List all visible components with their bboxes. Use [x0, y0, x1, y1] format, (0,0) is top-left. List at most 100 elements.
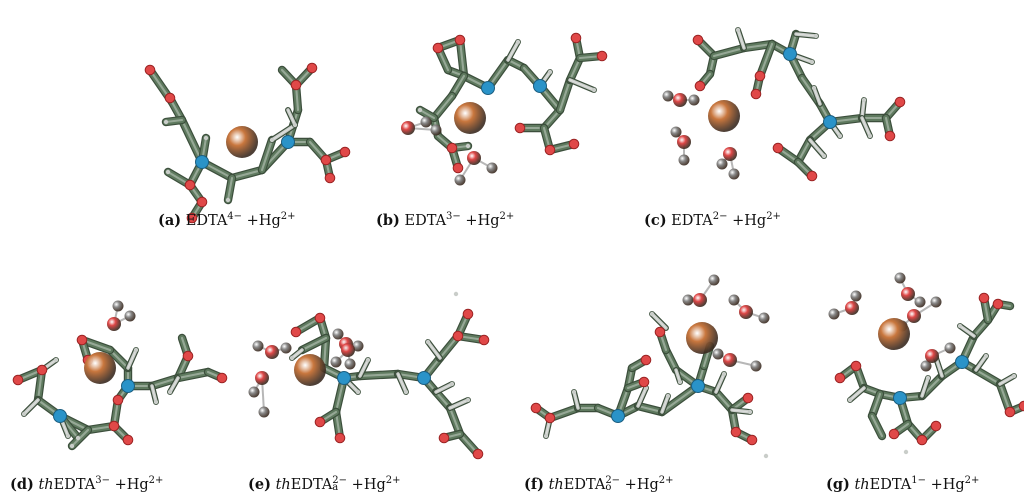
nitrogen-atom	[691, 379, 705, 393]
hydrogen-atom	[543, 433, 549, 439]
hydrogen-atom	[763, 453, 769, 459]
caption-ion: Hg	[942, 477, 965, 493]
hydrogen-atom	[425, 339, 431, 345]
carbon-bond-shine	[974, 368, 1002, 386]
water-hydrogen-icon	[332, 328, 344, 340]
hydrogen-bond-shine	[573, 391, 579, 409]
hydrogen-bond-shine	[809, 139, 825, 157]
caption-tag: (g)	[826, 476, 850, 493]
hydrogen-bond-shine	[151, 385, 157, 403]
oxygen-atom	[806, 170, 818, 182]
carbon-bond	[711, 45, 747, 59]
hydrogen-bond	[660, 394, 670, 414]
hydrogen-atom	[735, 27, 741, 33]
hydrogen-bond-shine	[999, 375, 1015, 385]
carbon-bond-shine	[180, 118, 204, 164]
water-oxygen-icon	[467, 151, 481, 165]
hydrogen-bond	[650, 312, 668, 330]
water-hydrogen-icon	[728, 168, 740, 180]
oxygen-atom	[452, 330, 464, 342]
hydrogen-bond	[958, 324, 976, 338]
hydrogen-atom	[1011, 373, 1017, 379]
hydrogen-atom	[649, 311, 655, 317]
water-oxygen-icon	[107, 317, 121, 331]
caption-base: EDTA	[185, 213, 228, 229]
water-hydrogen-icon	[688, 94, 700, 106]
hydrogen-bond-shine	[715, 373, 725, 393]
caption-base: EDTA	[869, 477, 912, 493]
caption-charge: 2−	[712, 211, 728, 222]
carbon-bond-shine	[260, 138, 274, 172]
hydrogen-bond-shine	[813, 87, 821, 105]
hydrogen-bond	[934, 356, 944, 378]
caption-ion: Hg	[258, 213, 281, 229]
hydrogen-atom	[75, 435, 81, 441]
hydrogen-bond	[808, 138, 826, 158]
caption-charge: 4−	[227, 211, 243, 222]
caption-ion: Hg	[477, 213, 500, 229]
hydrogen-bond	[448, 398, 470, 410]
hydrogen-bond-shine	[731, 409, 751, 413]
hydrogen-bond-shine	[287, 109, 296, 126]
oxygen-atom	[894, 96, 906, 108]
oxygen-atom	[108, 420, 120, 432]
water-hydrogen-icon	[662, 90, 674, 102]
oxygen-atom	[334, 432, 346, 444]
carbon-bond	[163, 117, 185, 125]
hydrogen-bond	[22, 398, 40, 416]
water-hydrogen-icon	[280, 342, 292, 354]
hydrogen-bond	[714, 372, 726, 394]
oxygen-atom	[930, 420, 942, 432]
hydrogen-atom	[861, 97, 867, 103]
carbon-bond	[229, 167, 265, 181]
caption-ion-charge: 2+	[766, 211, 781, 222]
caption-a: (a) EDTA4− +Hg2+	[158, 211, 296, 229]
caption-ion: Hg	[744, 213, 767, 229]
hydrogen-bond	[848, 386, 866, 402]
water-hydrogen-icon	[454, 174, 466, 186]
oxygen-atom	[654, 326, 666, 338]
caption-e: (e) thEDTA2−a +Hg2+	[248, 475, 401, 493]
water-oxygen-icon	[925, 349, 939, 363]
water-oxygen-icon	[265, 345, 279, 359]
oxygen-atom	[164, 92, 176, 104]
panel-c	[650, 14, 920, 189]
carbon-bond-shine	[226, 176, 234, 202]
oxygen-atom	[144, 64, 156, 76]
water-hydrogen-icon	[716, 158, 728, 170]
hydrogen-bond	[860, 116, 872, 138]
caption-f: (f) thEDTA2−o +Hg2+	[524, 475, 674, 493]
caption-g: (g) thEDTA1− +Hg2+	[826, 475, 980, 493]
water-oxygen-icon	[907, 309, 921, 323]
caption-ion-charge: 2+	[280, 211, 296, 222]
water-oxygen-icon	[677, 135, 691, 149]
hydrogen-bond-shine	[637, 387, 647, 407]
caption-charge: 1−	[911, 475, 926, 486]
hydrogen-bond-shine	[975, 355, 987, 371]
water-hydrogen-icon	[728, 294, 740, 306]
carbon-bond	[659, 383, 701, 415]
caption-charge: 2−	[605, 475, 621, 486]
carbon-bond-shine	[432, 94, 454, 120]
water-hydrogen-icon	[682, 294, 694, 306]
nitrogen-atom	[337, 371, 351, 385]
water-hydrogen-icon	[670, 126, 682, 138]
water-hydrogen-icon	[330, 356, 342, 368]
hg-sphere-icon	[708, 100, 740, 132]
hydrogen-bond-shine	[435, 383, 453, 393]
carbon-bond	[869, 413, 885, 439]
hydrogen-bond-shine	[795, 33, 817, 37]
carbon-bond-shine	[418, 108, 436, 120]
oxygen-atom	[438, 432, 450, 444]
molecule-edta2-hg	[662, 27, 906, 182]
caption-base: EDTA	[563, 477, 606, 493]
oxygen-atom	[432, 42, 444, 54]
oxygen-atom	[570, 32, 582, 44]
hydrogen-atom	[21, 411, 27, 417]
molecule-edta4-hg	[144, 62, 351, 224]
oxygen-atom	[12, 374, 24, 386]
caption-charge: 3−	[446, 211, 461, 222]
nitrogen-atom	[783, 47, 797, 61]
water-hydrogen-icon	[930, 296, 942, 308]
caption-d: (d) thEDTA3− +Hg2+	[10, 475, 164, 493]
